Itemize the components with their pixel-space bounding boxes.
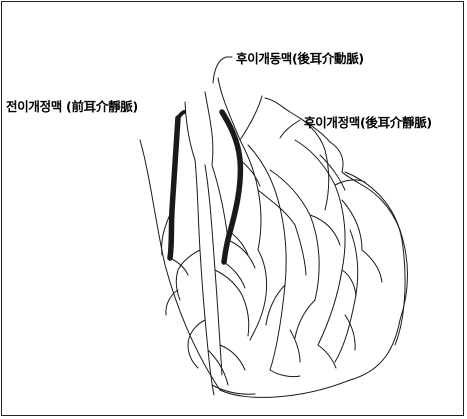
label-posterior-artery: 후이개동맥(後耳介動脈) bbox=[236, 48, 364, 67]
vessel-stump-left bbox=[185, 102, 195, 160]
leader-vein-right bbox=[280, 120, 300, 138]
vessel-stump-mid bbox=[205, 92, 213, 165]
right-bulge bbox=[345, 172, 405, 345]
anterior-vein-thick bbox=[170, 118, 178, 258]
leader-artery bbox=[213, 57, 232, 83]
label-anterior-vein: 전이개정맥 (前耳介靜脈) bbox=[6, 96, 138, 115]
heart-outline bbox=[140, 98, 408, 397]
label-posterior-vein: 후이개정맥(後耳介靜脈) bbox=[304, 112, 432, 131]
